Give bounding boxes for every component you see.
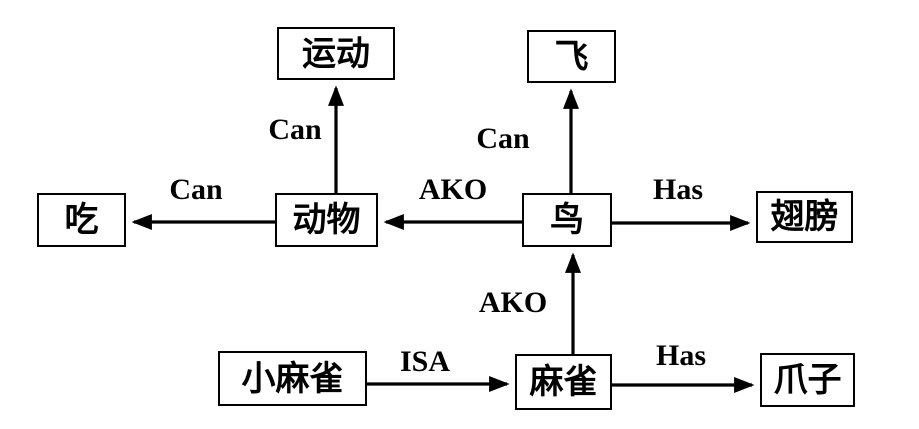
node-yundong-sports: 运动 bbox=[277, 27, 395, 80]
node-zhuazi-claws: 爪子 bbox=[760, 353, 855, 407]
edge-label-can-niao-fei: Can bbox=[476, 122, 530, 155]
edge-label-can-dongwu-chi: Can bbox=[169, 173, 223, 206]
edge-label-ako-niao-dongwu: AKO bbox=[418, 173, 488, 206]
edge-label-isa-xiaomaque-maque: ISA bbox=[399, 345, 451, 378]
node-niao-bird: 鸟 bbox=[522, 193, 612, 247]
node-maque-sparrow: 麻雀 bbox=[515, 354, 612, 410]
edge-label-has-niao-chibang: Has bbox=[652, 173, 704, 206]
node-chibang-wings: 翅膀 bbox=[756, 191, 853, 243]
node-chi-eat: 吃 bbox=[37, 193, 126, 247]
node-dongwu-animal: 动物 bbox=[275, 193, 378, 247]
edge-label-can-dongwu-yundong: Can bbox=[268, 113, 322, 146]
node-xiaomaque-little-sparrow: 小麻雀 bbox=[218, 351, 367, 406]
edge-label-has-maque-zhuazi: Has bbox=[655, 339, 707, 372]
node-fei-fly: 飞 bbox=[527, 30, 616, 83]
edge-label-ako-maque-niao: AKO bbox=[478, 286, 548, 319]
